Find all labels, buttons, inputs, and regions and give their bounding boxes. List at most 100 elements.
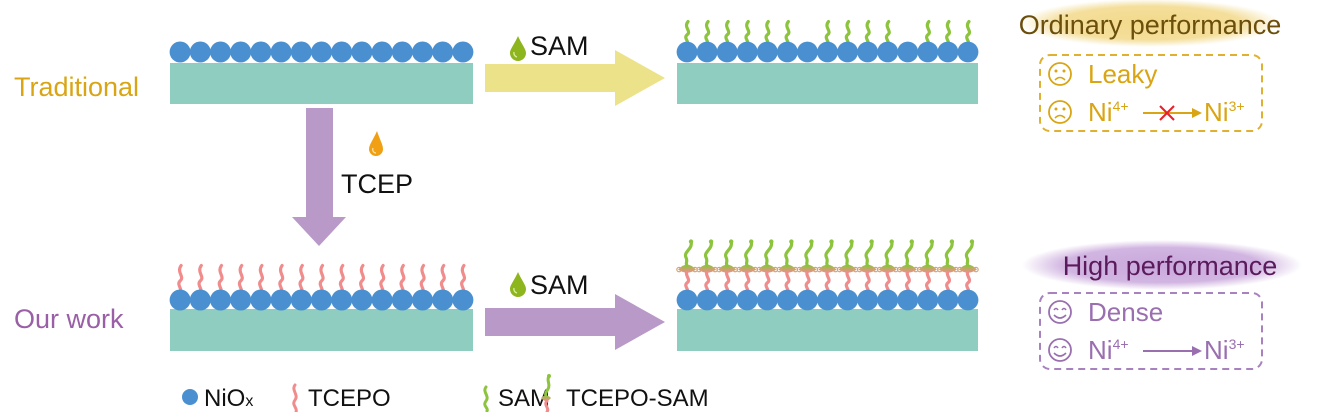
film-traditional-sam [676, 19, 979, 104]
nio-particle [391, 289, 413, 311]
substrate [170, 309, 473, 351]
sad-face-icon [1048, 100, 1072, 124]
tcepo-chain [460, 263, 467, 296]
smile-face-icon [1048, 300, 1072, 324]
sam-chain [904, 239, 914, 268]
label-tcep: TCEP [341, 169, 413, 199]
nio-particle [736, 289, 758, 311]
nio-particle-icon [182, 389, 198, 405]
substrate [677, 309, 978, 351]
nio-particle [817, 41, 838, 63]
nio-particle [311, 41, 332, 63]
high-performance-title: High performance [1063, 251, 1278, 281]
arrow-sam-our-work [485, 294, 665, 350]
nio-particle [937, 289, 959, 311]
nio-particle [432, 289, 454, 311]
nio-particle [776, 289, 798, 311]
tcepo-sam-head [937, 239, 959, 273]
nio-particle [817, 289, 838, 311]
nio-particle [432, 41, 454, 63]
nio-particle [917, 41, 939, 63]
legend-label-sam: SAM [498, 385, 550, 412]
tcepo-chain [298, 263, 305, 296]
nio-particle [412, 289, 433, 311]
sam-chain [703, 239, 713, 268]
nio-particle [696, 289, 718, 311]
nio-particle [957, 41, 979, 63]
film-our-work-tcepo-sam [676, 239, 979, 351]
tcepo-chain [439, 263, 446, 296]
tcepo-chain [177, 263, 184, 296]
tcepo-sam-head [856, 239, 879, 273]
nio-particle [371, 289, 393, 311]
nio-particle [250, 289, 272, 311]
transition-arrowhead-high [1192, 346, 1202, 356]
tcepo-sam-head [696, 239, 718, 273]
nio-particle [270, 289, 292, 311]
item-leaky: Leaky [1088, 59, 1157, 89]
high-glow [1022, 240, 1302, 290]
nio-particle [169, 41, 191, 63]
sam-chain [804, 239, 814, 268]
ni-from-ordinary: Ni4+ [1088, 97, 1129, 127]
sam-chain [824, 239, 834, 268]
smile-face-icon [1048, 338, 1072, 362]
tcepo-chain [318, 263, 325, 296]
nio-particle [391, 41, 413, 63]
ni-to-high: Ni3+ [1204, 335, 1245, 365]
nio-particle [250, 41, 272, 63]
tcepo-sam-head [796, 239, 819, 273]
nio-particle [897, 41, 919, 63]
row-label-traditional: Traditional [14, 72, 139, 102]
row-label-our-work: Our work [14, 304, 124, 334]
blocked-x-icon [1159, 105, 1175, 121]
legend-label-niox: NiOx [204, 385, 253, 412]
sam-chain [724, 239, 733, 268]
ordinary-glow [1020, 0, 1280, 47]
tcepo-chain [217, 263, 224, 296]
nio-particle [290, 41, 312, 63]
arrow-sam-traditional [485, 50, 665, 106]
nio-particle [210, 41, 231, 63]
tcepo-sam-chain-icon [541, 374, 551, 412]
nio-particle [797, 289, 818, 311]
nio-particle [857, 41, 879, 63]
tcepo-chain-icon [292, 383, 298, 412]
sam-chain [944, 239, 954, 268]
nio-particle [169, 289, 191, 311]
tcepo-sam-head [896, 239, 919, 273]
nio-particle [230, 289, 252, 311]
nio-particle [877, 289, 899, 311]
nio-particle [351, 289, 373, 311]
sam-chain [784, 239, 794, 268]
tcepo-chain [338, 263, 345, 296]
legend: NiOx TCEPO SAM TCEPO-SAM [182, 374, 709, 412]
nio-particle [776, 41, 798, 63]
high-box [1039, 292, 1263, 370]
nio-particle [676, 289, 698, 311]
film-traditional-bare [169, 41, 474, 104]
substrate [677, 63, 978, 104]
nio-particle [877, 41, 899, 63]
tcepo-sam-head [736, 239, 759, 273]
tcepo-chain [359, 263, 366, 296]
nio-particle [957, 289, 979, 311]
arrow-tcep [292, 108, 346, 246]
sam-chain [683, 239, 693, 268]
nio-particle [331, 289, 353, 311]
nio-particle [797, 41, 818, 63]
nio-particle [452, 41, 474, 63]
nio-particle [412, 41, 433, 63]
nio-particle [210, 289, 231, 311]
tcepo-chain [258, 263, 265, 296]
ni-from-high: Ni4+ [1088, 335, 1129, 365]
tcepo-sam-head [756, 239, 779, 273]
label-sam-bottom: SAM [530, 270, 589, 300]
tcepo-sam-head [957, 239, 979, 273]
sam-chain [764, 239, 774, 268]
legend-label-tcepo: TCEPO [308, 385, 391, 412]
nio-particle [716, 41, 738, 63]
ordinary-performance-title: Ordinary performance [1019, 10, 1282, 40]
tcepo-sam-head [836, 239, 859, 273]
tcepo-sam-head [716, 239, 738, 273]
